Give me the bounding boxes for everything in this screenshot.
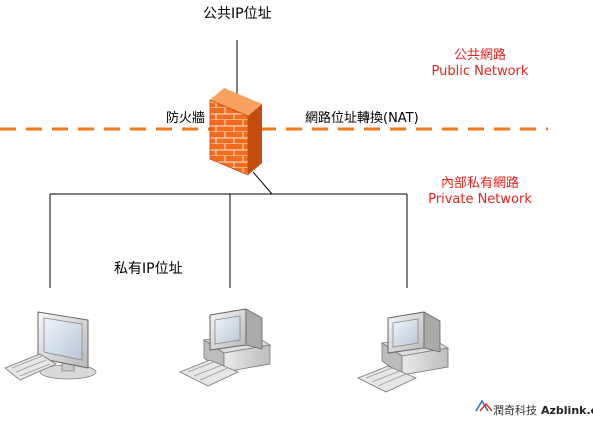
firewall-label: 防火牆: [166, 111, 206, 126]
private-ip-label: 私有IP位址: [114, 261, 183, 277]
public-network-label-zh: 公共網路: [453, 48, 506, 63]
computer-icon-2: [179, 308, 272, 387]
public-ip-label: 公共IP位址: [203, 6, 272, 22]
nat-label: 網路位址轉換(NAT): [305, 111, 419, 126]
computer-icon-1: [4, 311, 97, 381]
watermark-site: Azblink.com: [541, 404, 593, 417]
firewall-icon: [209, 88, 262, 176]
private-network-label-en: Private Network: [428, 192, 532, 207]
private-network-label-zh: 內部私有網路: [440, 176, 519, 191]
computer-icon-3: [357, 311, 450, 393]
public-network-label-en: Public Network: [431, 64, 529, 79]
azblink-logo-icon: [475, 399, 493, 412]
lan-lines: [49, 171, 408, 288]
watermark-brand: 潤奇科技: [493, 404, 537, 417]
